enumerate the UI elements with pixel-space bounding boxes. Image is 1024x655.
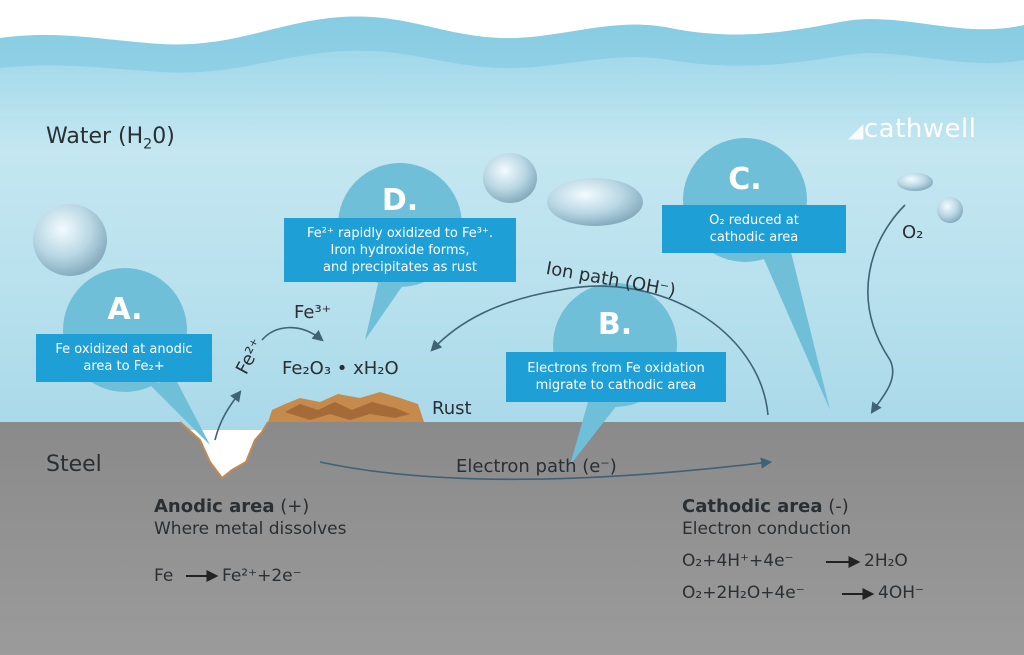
steel-label: Steel bbox=[46, 452, 102, 477]
rust-deposit-shade bbox=[285, 402, 410, 420]
water-label: Water (H20) bbox=[46, 124, 175, 153]
steel-region bbox=[0, 422, 1024, 655]
rust-label: Rust bbox=[432, 398, 472, 419]
cathodic-subtitle: Electron conduction bbox=[682, 519, 852, 539]
droplet bbox=[33, 204, 107, 276]
cathodic-eq1-left: O₂+4H⁺+4e⁻ bbox=[682, 551, 794, 571]
brand-swoosh-icon: ◢ bbox=[848, 118, 864, 142]
fe3-label: Fe³⁺ bbox=[294, 302, 332, 323]
fe3-arrow bbox=[261, 326, 324, 342]
callout-a-label: Fe oxidized at anodic area to Fe₂+ bbox=[36, 334, 212, 382]
callout-c-letter: C. bbox=[728, 162, 762, 197]
brand-name: cathwell bbox=[863, 114, 977, 144]
anodic-eq-right: Fe²⁺+2e⁻ bbox=[222, 566, 302, 586]
o2-arrow bbox=[867, 204, 906, 414]
anodic-title: Anodic area (+) bbox=[154, 496, 310, 517]
cathodic-eq2-left: O₂+2H₂O+4e⁻ bbox=[682, 583, 805, 603]
cathodic-title: Cathodic area (-) bbox=[682, 496, 849, 517]
wave-highlight bbox=[0, 16, 1024, 73]
callout-d-letter: D. bbox=[381, 183, 419, 218]
callout-a-letter: A. bbox=[107, 292, 143, 327]
droplet bbox=[897, 173, 933, 191]
cathodic-eq1-right: 2H₂O bbox=[864, 551, 908, 571]
rust-formula: Fe₂O₃ • xH₂O bbox=[282, 358, 399, 379]
brand-logo: ◢cathwell bbox=[848, 114, 977, 144]
water-surface-wave bbox=[0, 0, 1024, 45]
droplet bbox=[483, 153, 537, 203]
callout-d-label: Fe²⁺ rapidly oxidized to Fe³⁺. Iron hydr… bbox=[284, 218, 516, 282]
o2-label: O₂ bbox=[902, 222, 924, 243]
fe2-rise-arrow bbox=[214, 390, 242, 441]
droplet bbox=[547, 178, 643, 226]
callout-b-label: Electrons from Fe oxidation migrate to c… bbox=[506, 352, 726, 402]
droplet bbox=[937, 197, 963, 223]
electron-path-label: Electron path (e⁻) bbox=[456, 456, 617, 477]
pit-edge bbox=[179, 421, 269, 480]
ion-path-arrow bbox=[430, 285, 769, 416]
callout-b-letter: B. bbox=[597, 307, 633, 342]
anodic-subtitle: Where metal dissolves bbox=[154, 519, 347, 539]
electron-path-arrow bbox=[319, 457, 773, 481]
anodic-eq-left: Fe bbox=[154, 566, 174, 586]
cathodic-eq2-right: 4OH⁻ bbox=[878, 583, 924, 603]
callout-c-label: O₂ reduced at cathodic area bbox=[662, 205, 846, 253]
